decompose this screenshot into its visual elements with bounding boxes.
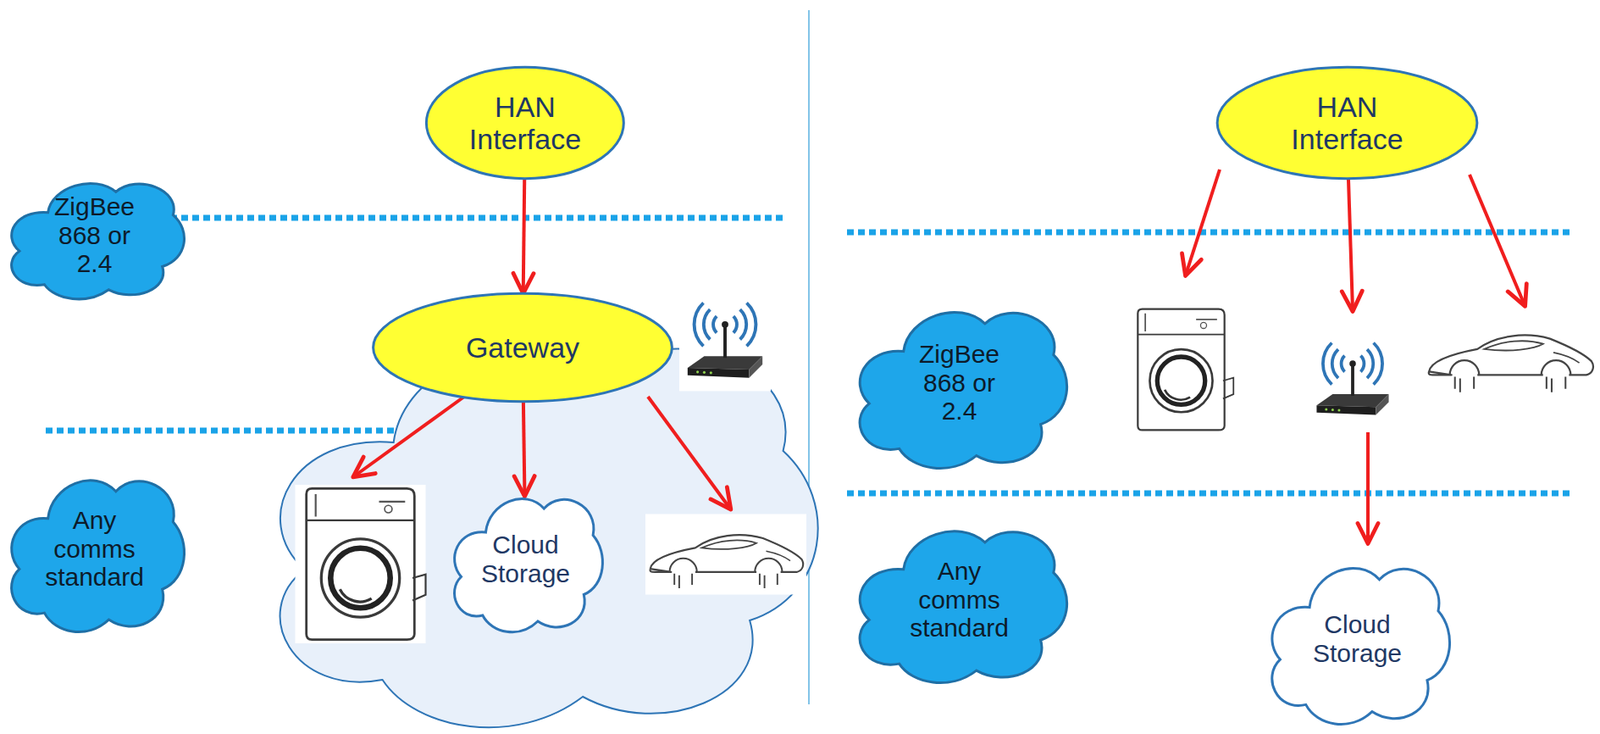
- node-label: Any comms standard: [904, 556, 1015, 643]
- car-icon: [645, 514, 807, 595]
- car-icon: [1423, 312, 1597, 399]
- node-label: Cloud Storage: [1306, 609, 1409, 667]
- node-label: Gateway: [420, 331, 625, 364]
- gateway-cloud: [280, 346, 819, 727]
- interface-ellipse: HAN Interface: [424, 66, 626, 180]
- gateway-ellipse: Gateway: [370, 292, 676, 403]
- node-label: ZigBee 868 or 2.4: [39, 192, 150, 278]
- arrow-connector: [523, 402, 526, 495]
- node-label: ZigBee 868 or 2.4: [904, 339, 1015, 426]
- standard-cloud: ZigBee 868 or 2.4: [5, 171, 184, 300]
- divider-line: [808, 10, 810, 704]
- node-label: HAN Interface: [1271, 90, 1424, 156]
- router-icon: [1308, 331, 1397, 427]
- standard-cloud: ZigBee 868 or 2.4: [852, 295, 1067, 470]
- washing-machine-icon: [1129, 305, 1235, 433]
- storage-cloud: Cloud Storage: [1265, 551, 1450, 726]
- node-label: Any comms standard: [39, 505, 150, 592]
- interface-ellipse: HAN Interface: [1214, 66, 1480, 180]
- node-label: Cloud Storage: [475, 530, 577, 587]
- arrow-connector: [523, 179, 525, 293]
- router-icon: [679, 291, 771, 392]
- node-label: HAN Interface: [453, 90, 598, 156]
- red-arrows: [354, 169, 1525, 543]
- storage-cloud: Cloud Storage: [448, 484, 603, 633]
- standard-cloud: Any comms standard: [852, 514, 1067, 684]
- washing-machine-icon: [295, 484, 427, 643]
- standard-cloud: Any comms standard: [5, 464, 184, 633]
- dotted-separators: [45, 217, 1573, 493]
